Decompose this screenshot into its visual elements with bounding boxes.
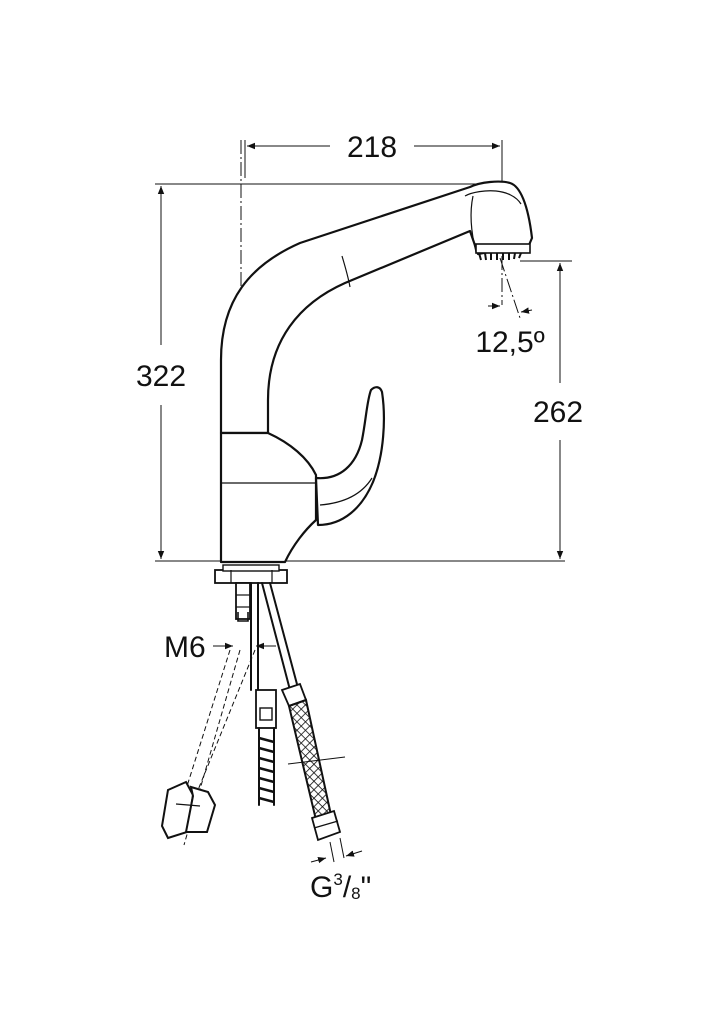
spout-height-label: 262 — [533, 396, 583, 429]
thread-label: M6 — [164, 631, 206, 664]
thread-callout: M6 — [164, 631, 276, 664]
faucet-base — [219, 431, 318, 564]
supply-hose — [261, 582, 346, 842]
width-dimension: 218 — [244, 131, 503, 190]
faucet-spout — [219, 180, 534, 435]
threaded-stud — [235, 582, 251, 622]
lever-handle — [314, 386, 385, 527]
mounting-plate — [214, 564, 288, 584]
angle-dimension: 12,5º — [475, 190, 545, 359]
shower-hose — [250, 582, 277, 806]
spout-height-dimension: 262 — [520, 260, 583, 559]
fixing-nut — [160, 649, 256, 846]
connection-callout: G3/8" — [310, 837, 371, 904]
angle-label: 12,5º — [475, 326, 544, 359]
width-dimension-label: 218 — [347, 131, 397, 164]
faucet — [160, 180, 534, 846]
connection-label: G3/8" — [310, 870, 371, 904]
height-dimension-label: 322 — [136, 360, 186, 393]
aerator — [475, 243, 531, 261]
